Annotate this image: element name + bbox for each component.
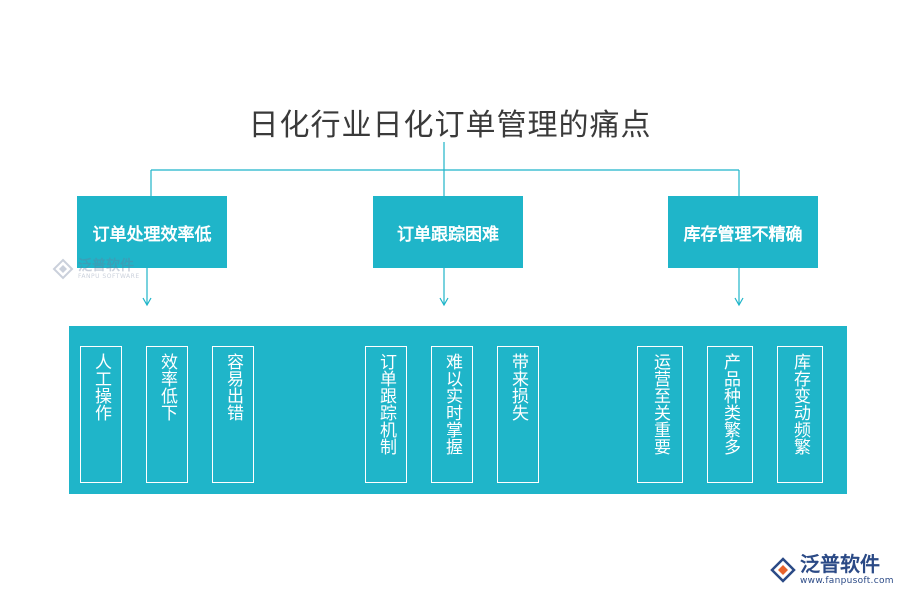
- pain-point-box: 产品种类繁多: [707, 346, 753, 483]
- pain-point-text: 订单跟踪机制: [376, 353, 396, 455]
- category-label: 库存管理不精确: [683, 224, 803, 245]
- pain-points-band: [69, 326, 847, 494]
- pain-point-box: 库存变动频繁: [777, 346, 823, 483]
- arrow-head-2: [439, 297, 449, 307]
- category-box-order-processing: 订单处理效率低: [77, 196, 227, 268]
- watermark: 泛普软件 FANPU SOFTWARE: [52, 258, 140, 280]
- pain-point-text: 效率低下: [157, 353, 177, 421]
- pain-point-text: 带来损失: [508, 353, 528, 421]
- pain-point-text: 产品种类繁多: [720, 353, 740, 455]
- pain-point-box: 效率低下: [146, 346, 188, 483]
- pain-point-box: 订单跟踪机制: [365, 346, 407, 483]
- pain-point-text: 容易出错: [223, 353, 243, 421]
- fanpu-logo-icon: [52, 258, 74, 280]
- pain-point-text: 库存变动频繁: [790, 353, 810, 455]
- pain-point-box: 人工操作: [80, 346, 122, 483]
- diagram-title: 日化行业日化订单管理的痛点: [248, 108, 652, 143]
- pain-point-box: 难以实时掌握: [431, 346, 473, 483]
- pain-point-box: 带来损失: [497, 346, 539, 483]
- pain-point-text: 人工操作: [91, 353, 111, 421]
- category-box-inventory: 库存管理不精确: [668, 196, 818, 268]
- category-label: 订单处理效率低: [92, 224, 212, 245]
- pain-point-box: 运营至关重要: [637, 346, 683, 483]
- arrow-head-3: [734, 297, 744, 307]
- category-box-order-tracking: 订单跟踪困难: [373, 196, 523, 268]
- pain-point-text: 运营至关重要: [650, 353, 670, 455]
- pain-point-text: 难以实时掌握: [442, 353, 462, 455]
- pain-point-box: 容易出错: [212, 346, 254, 483]
- brand-logo: 泛普软件 www.fanpusoft.com: [770, 553, 894, 586]
- arrow-head-1: [142, 297, 152, 307]
- category-label: 订单跟踪困难: [397, 224, 499, 245]
- watermark-en: FANPU SOFTWARE: [78, 272, 140, 280]
- watermark-name: 泛普软件: [78, 257, 134, 274]
- fanpu-logo-icon: [770, 556, 796, 583]
- brand-name: 泛普软件: [800, 552, 880, 576]
- brand-url: www.fanpusoft.com: [800, 576, 894, 586]
